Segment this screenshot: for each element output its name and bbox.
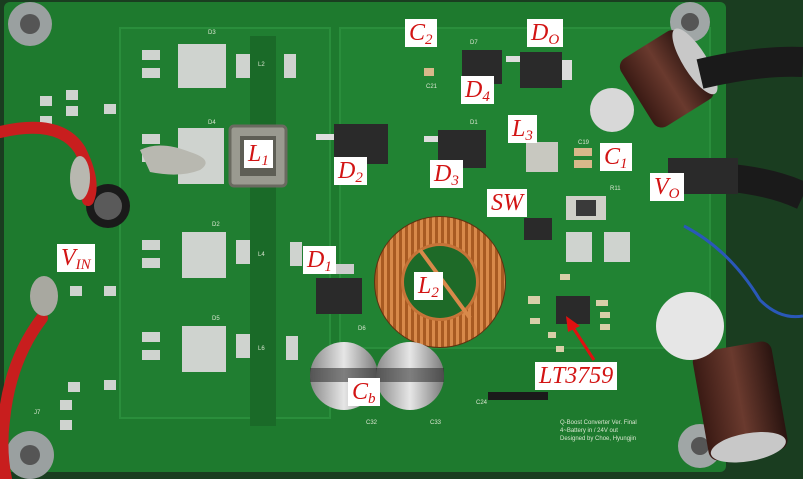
silk-d2: D2 bbox=[212, 222, 220, 228]
input-cap-top bbox=[94, 192, 122, 220]
label-sw: SW bbox=[487, 189, 527, 217]
diode-do bbox=[506, 52, 572, 88]
label-lt3759: LT3759 bbox=[535, 362, 618, 390]
silk-c21: C21 bbox=[426, 84, 438, 90]
blue-wire bbox=[683, 224, 803, 319]
silk-j7: J7 bbox=[34, 410, 41, 416]
silk-l6: L6 bbox=[258, 346, 265, 352]
label-d4: D4 bbox=[461, 76, 494, 105]
silk-l2: L2 bbox=[258, 62, 265, 68]
cap-c1b bbox=[574, 160, 592, 168]
solder-vin-bottom bbox=[30, 276, 58, 316]
label-d2: D2 bbox=[334, 157, 367, 186]
silk-d1: D1 bbox=[470, 120, 478, 126]
black-cable-top bbox=[696, 46, 803, 89]
standoff-top-left-hole bbox=[20, 14, 40, 34]
white-pad-right bbox=[656, 292, 724, 360]
label-vo: VO bbox=[650, 173, 684, 202]
silk-c19: C19 bbox=[578, 140, 590, 146]
pin-header bbox=[488, 392, 548, 400]
label-vin: VIN bbox=[57, 244, 95, 273]
silk-c32: C32 bbox=[366, 420, 378, 426]
silk-l4: L4 bbox=[258, 252, 265, 258]
silk-d5: D5 bbox=[212, 316, 220, 322]
phase-pads bbox=[40, 44, 302, 430]
silk-credit-3: Designed by Choe, Hyungjin bbox=[560, 436, 636, 442]
red-wire-top bbox=[0, 121, 97, 206]
silk-credit-2: 4~Battery in / 24V out bbox=[560, 428, 618, 434]
center-rail bbox=[250, 36, 276, 426]
lt3759-chip bbox=[556, 296, 590, 324]
toroid-l2-lead bbox=[418, 248, 472, 320]
switch-mosfet bbox=[524, 218, 552, 240]
solder-vin-top bbox=[70, 156, 90, 200]
silk-c33: C33 bbox=[430, 420, 442, 426]
standoff-top-right-hole bbox=[681, 13, 699, 31]
cap-c1 bbox=[574, 148, 592, 156]
silk-r11: R11 bbox=[610, 186, 621, 192]
silk-d3: D3 bbox=[208, 30, 216, 36]
inductor-l3 bbox=[526, 142, 558, 172]
smd-passives bbox=[528, 274, 610, 352]
white-pad-top bbox=[590, 88, 634, 132]
lt3759-arrowhead bbox=[566, 316, 580, 332]
label-d1: D1 bbox=[303, 246, 336, 275]
standoff-bottom-right-hole bbox=[691, 437, 709, 455]
label-c2: C2 bbox=[405, 19, 437, 48]
label-l2: L2 bbox=[414, 272, 443, 301]
cap-cb-right-stripe bbox=[376, 368, 444, 382]
silk-d6: D6 bbox=[358, 326, 366, 332]
silk-d7: D7 bbox=[470, 40, 478, 46]
label-c1: C1 bbox=[600, 143, 632, 172]
diode-d1 bbox=[316, 264, 362, 314]
right-pads bbox=[566, 232, 630, 262]
standoff-bottom-left-hole bbox=[20, 445, 40, 465]
solder-blob bbox=[140, 145, 206, 175]
label-d3: D3 bbox=[430, 160, 463, 189]
red-wire-bottom bbox=[0, 312, 48, 479]
lt3759-arrow bbox=[570, 325, 596, 361]
label-cb: Cb bbox=[348, 378, 380, 407]
label-do: DO bbox=[527, 19, 564, 48]
sense-resistor-body bbox=[576, 200, 596, 216]
output-cap-bottom bbox=[692, 341, 788, 463]
silk-c24: C24 bbox=[476, 400, 488, 406]
silk-d4: D4 bbox=[208, 120, 216, 126]
silk-credit-1: Q-Boost Converter Ver. Final bbox=[560, 420, 637, 426]
cap-c2 bbox=[424, 68, 434, 76]
label-l3: L3 bbox=[508, 115, 537, 144]
toroid-l2-winding bbox=[375, 217, 505, 347]
label-l1: L1 bbox=[244, 140, 273, 169]
